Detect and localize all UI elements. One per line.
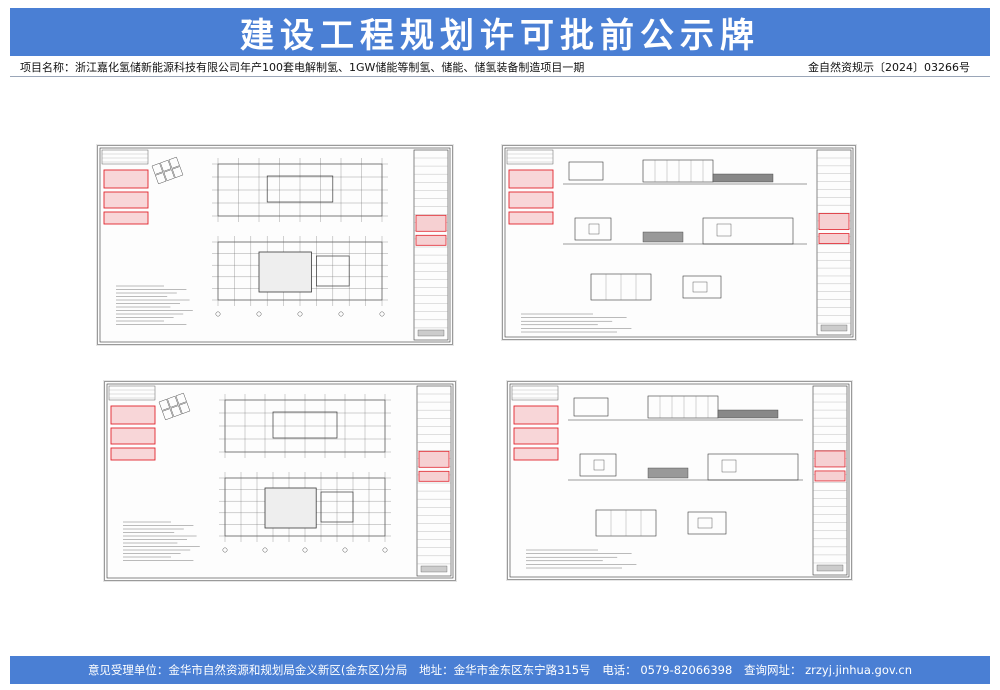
footer-website[interactable]: 查询网址： zrzyj.jinhua.gov.cn [743, 663, 913, 677]
footer-phone: 电话： 0579-82066398 [602, 663, 733, 677]
footer-contact: 意见受理单位：金华市自然资源和规划局金义新区(金东区)分局 地址：金华市金东区东… [88, 662, 912, 678]
divider [10, 76, 990, 77]
drawing-sheet-4 [507, 381, 852, 580]
footer-banner: 意见受理单位：金华市自然资源和规划局金义新区(金东区)分局 地址：金华市金东区东… [10, 656, 990, 684]
footer-unit: 意见受理单位：金华市自然资源和规划局金义新区(金东区)分局 [87, 663, 408, 677]
footer-address: 地址：金华市金东区东宁路315号 [419, 663, 591, 677]
plan-drawing-1 [99, 147, 451, 343]
page-title: 建设工程规划许可批前公示牌 [240, 15, 760, 56]
elevation-drawing-2 [509, 383, 850, 578]
drawing-sheet-2 [502, 145, 856, 340]
project-name: 项目名称：浙江嘉化氢储新能源科技有限公司年产100套电解制氢、1GW储能等制氢、… [20, 61, 585, 74]
drawing-sheet-1 [97, 145, 453, 345]
plan-drawing-2 [106, 383, 454, 579]
header-banner: 建设工程规划许可批前公示牌 [10, 8, 990, 56]
drawing-sheet-3 [104, 381, 456, 581]
project-info-row: 项目名称：浙江嘉化氢储新能源科技有限公司年产100套电解制氢、1GW储能等制氢、… [20, 58, 970, 76]
permit-number: 金自然资规示〔2024〕03266号 [808, 61, 970, 74]
elevation-drawing-1 [504, 147, 854, 338]
